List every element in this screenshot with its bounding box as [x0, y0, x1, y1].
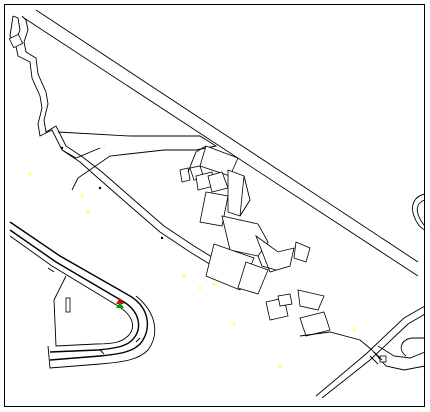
- hairpin-road: [9, 221, 156, 369]
- hairpin-inner-2: [9, 235, 134, 347]
- survey-point-icon: [198, 286, 202, 290]
- lr-structure: [379, 355, 387, 363]
- stream-outlet-box: [8, 33, 24, 49]
- building-15: [277, 293, 293, 307]
- lr-road-edge-b: [321, 313, 426, 399]
- building-link-3: [257, 255, 277, 271]
- building-13: [297, 289, 325, 311]
- lr-junction-b: [377, 345, 426, 359]
- building-10: [237, 261, 269, 295]
- strip-label-mark: ·: [104, 143, 106, 147]
- building-12: [293, 241, 311, 263]
- building-5: [207, 171, 229, 193]
- stream-edge-b: [21, 15, 245, 277]
- survey-point-icon: [182, 274, 186, 278]
- main-road: [23, 9, 419, 277]
- building-link-1: [187, 145, 207, 173]
- survey-marker-red: [116, 298, 124, 304]
- lr-junction-a: [371, 349, 426, 371]
- vertex-mark: [98, 186, 102, 190]
- survey-point-icon: [86, 210, 90, 214]
- lr-curve: [400, 337, 425, 357]
- survey-point-icon: [212, 282, 216, 286]
- parcel-strip: ·: [57, 131, 218, 191]
- survey-point-icon: [352, 328, 356, 332]
- main-road-edge-lower: [23, 17, 419, 277]
- building-7: [227, 169, 245, 217]
- hairpin-inner-1: [9, 229, 140, 353]
- curve-line-2: [416, 199, 426, 227]
- survey-point-icon: [80, 194, 84, 198]
- survey-point-icon: [278, 364, 282, 368]
- strip-boundary: [57, 131, 218, 191]
- building-11: [255, 234, 295, 273]
- buildings: · · ·: [179, 145, 331, 337]
- survey-point-icon: [28, 172, 32, 176]
- lr-path: [299, 331, 373, 351]
- vertex-mark: [160, 236, 164, 240]
- hairpin-loop: [47, 295, 156, 369]
- building-9-mark: ·: [226, 259, 228, 263]
- path-vertex-markers: [60, 146, 164, 240]
- lr-road-edge-a: [315, 305, 426, 397]
- main-road-edge-upper: [35, 9, 419, 263]
- building-link-2: [239, 175, 251, 217]
- building-6: [199, 191, 229, 227]
- survey-point-icon: [232, 322, 236, 326]
- right-edge-curve: [412, 193, 426, 231]
- vertex-mark: [60, 146, 64, 150]
- drawing-border: [4, 4, 425, 407]
- survey-triangle-icon: [116, 298, 124, 308]
- hairpin-ticks: [47, 267, 141, 355]
- lower-right-road: [299, 305, 426, 399]
- lr-hatch: [369, 351, 383, 365]
- building-16: [299, 311, 331, 337]
- building-8-mark: ·: [248, 237, 250, 241]
- survey-points: [28, 172, 356, 368]
- building-1-mark: ·: [218, 157, 220, 161]
- strip-inner: [61, 147, 101, 159]
- hairpin-outer: [9, 221, 149, 361]
- curve-line-1: [412, 193, 426, 231]
- survey-marker-green: [116, 302, 124, 308]
- winding-stream: [8, 15, 245, 283]
- building-3: [179, 167, 191, 183]
- hairpin-barrier: [65, 297, 71, 313]
